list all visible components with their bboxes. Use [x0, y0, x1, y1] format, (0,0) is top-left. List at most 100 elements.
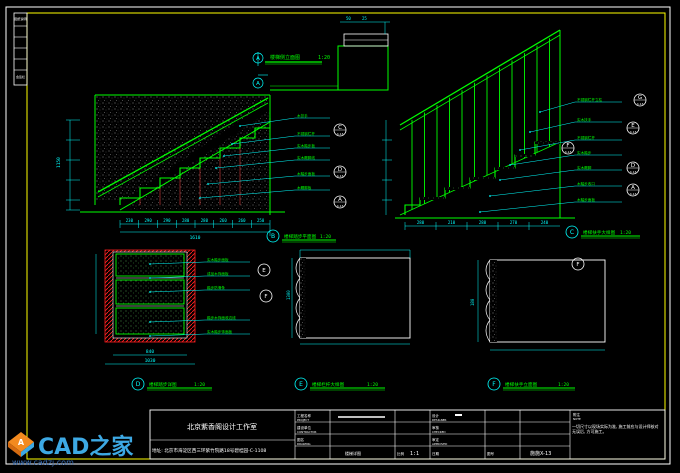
svg-text:X-13: X-13	[637, 102, 644, 106]
label-right: 实木扶手	[577, 117, 592, 122]
sheet-inner-border	[26, 12, 666, 460]
view-f-title: F 楼梯扶手立面图 1:20	[487, 377, 575, 391]
label-left: 木扶手	[297, 113, 308, 118]
svg-text:X-13: X-13	[630, 170, 637, 174]
callout-d-right: D X-13	[626, 161, 640, 175]
label-plan: 踏步防滑条	[207, 285, 225, 290]
label-left: 木踢脚板	[297, 185, 312, 190]
svg-text:B: B	[271, 233, 275, 240]
note-text: 一切尺寸以现场实际为准, 施工前应与设计师核对无误后, 方可施工。	[572, 424, 659, 434]
dim-left-value: 260	[238, 218, 246, 223]
svg-text:楼梯扶手大样图: 楼梯扶手大样图	[583, 229, 616, 236]
svg-text:楼梯踏步详图: 楼梯踏步详图	[149, 381, 177, 388]
dim-left-value: 290	[163, 218, 171, 223]
svg-text:F: F	[264, 294, 267, 300]
svg-text:NOTE: NOTE	[573, 417, 581, 421]
svg-text:C: C	[570, 229, 574, 236]
svg-text:X-13: X-13	[565, 150, 572, 154]
dim-right-value: 240	[541, 220, 549, 225]
studio-name: 北京紫香阁设计工作室	[187, 422, 257, 431]
label-right: 实木踏步	[577, 150, 592, 155]
dim-right-value: 280	[417, 220, 425, 225]
svg-text:F: F	[492, 381, 496, 388]
sheet-number: 施施X-13	[530, 450, 551, 457]
view-handrail-elevation: 180 F F 楼梯扶手立面图 1:20	[470, 257, 606, 391]
dim-left-total: 1610	[190, 235, 201, 241]
dim-plan-total: 1030	[145, 358, 156, 364]
svg-text:A: A	[631, 185, 635, 191]
svg-text:1:20: 1:20	[320, 234, 331, 240]
callout-e-right: E X-13	[626, 121, 640, 135]
dim-e-height: 1300	[286, 290, 291, 300]
view-d-title: D 楼梯踏步详图 1:20	[131, 377, 212, 391]
svg-text:比例: 比例	[397, 451, 405, 456]
view-c-title: C 楼梯扶手大样图 1:20	[565, 225, 640, 239]
svg-text:D: D	[338, 167, 342, 173]
label-right: 实木踢脚	[577, 165, 592, 170]
label-plan: 实木踏步面板	[207, 257, 229, 262]
dim-left-value: 280	[201, 218, 209, 223]
svg-text:25: 25	[362, 16, 367, 21]
section-mark-a-left: A	[252, 74, 268, 89]
callout-c-left: C X-13	[333, 123, 347, 137]
svg-text:APPROVED: APPROVED	[432, 442, 447, 446]
strip-label-2: 会签栏	[16, 74, 25, 79]
svg-text:CONTRACTOR: CONTRACTOR	[297, 430, 317, 434]
view-stair-tread-plan: 840 1030 实木踏步面板成品木饰面板踏步防滑条踏步木饰面收边线实木踏步饰面…	[95, 249, 250, 391]
cadzj-logo: A CAD之家 www.cadzj.com	[2, 426, 152, 472]
svg-text:工程名称: 工程名称	[297, 413, 311, 418]
svg-text:设计: 设计	[432, 413, 440, 418]
dim-right-value: 280	[479, 220, 487, 225]
svg-text:E: E	[299, 381, 303, 388]
section-mark-a-top: A	[252, 52, 264, 66]
logo-url: www.cadzj.com	[12, 458, 74, 467]
callout-g-right: G X-13	[633, 93, 647, 107]
dim-left-value: 280	[182, 218, 190, 223]
svg-text:X-13: X-13	[630, 192, 637, 196]
dim-right-value: 210	[448, 220, 456, 225]
label-right: 不锈钢栏杆	[577, 135, 595, 140]
strip-label-1: 图纸说明	[14, 16, 26, 21]
svg-text:1:20: 1:20	[367, 382, 378, 388]
svg-text:图名: 图名	[297, 437, 304, 442]
svg-text:X-13: X-13	[337, 204, 344, 208]
svg-text:日期: 日期	[432, 451, 440, 456]
svg-text:A: A	[256, 56, 260, 62]
cube-logo-icon: A	[8, 432, 34, 457]
svg-text:楼梯栏杆大样图: 楼梯栏杆大样图	[312, 381, 345, 388]
view-e-title: E 楼梯栏杆大样图 1:20	[294, 377, 385, 391]
dim-plan-width: 840	[146, 349, 154, 355]
dim-left-value: 290	[145, 218, 153, 223]
svg-text:A: A	[338, 197, 342, 203]
svg-text:楼梯详图: 楼梯详图	[345, 450, 361, 456]
baluster-group	[411, 38, 550, 210]
svg-text:G: G	[638, 95, 642, 101]
dim-left-value: 230	[126, 218, 134, 223]
logo-text: CAD之家	[38, 435, 134, 460]
svg-text:PROJECT: PROJECT	[297, 418, 309, 422]
label-right: 木踏步收口	[577, 181, 595, 186]
callout-d-left: D X-13	[333, 165, 347, 179]
svg-text:E: E	[262, 268, 266, 274]
svg-text:DESIGNER: DESIGNER	[432, 418, 447, 422]
svg-text:CHECKED: CHECKED	[432, 430, 446, 434]
sheet-outer-frame	[5, 6, 671, 465]
svg-text:X-13: X-13	[630, 130, 637, 134]
callout-a-right: A X-13	[626, 183, 640, 197]
svg-text:D: D	[631, 163, 635, 169]
svg-text:X-13: X-13	[337, 132, 344, 136]
svg-text:楼梯踏步平面图: 楼梯踏步平面图	[284, 233, 317, 240]
view1-scale: 1:20	[318, 55, 330, 61]
view-b-title: B 楼梯踏步平面图 1:20	[266, 229, 336, 243]
view1-title: 楼梯侧立面图	[270, 54, 300, 61]
svg-text:1:20: 1:20	[194, 382, 205, 388]
svg-text:审定: 审定	[432, 437, 440, 442]
svg-text:D: D	[136, 381, 141, 388]
